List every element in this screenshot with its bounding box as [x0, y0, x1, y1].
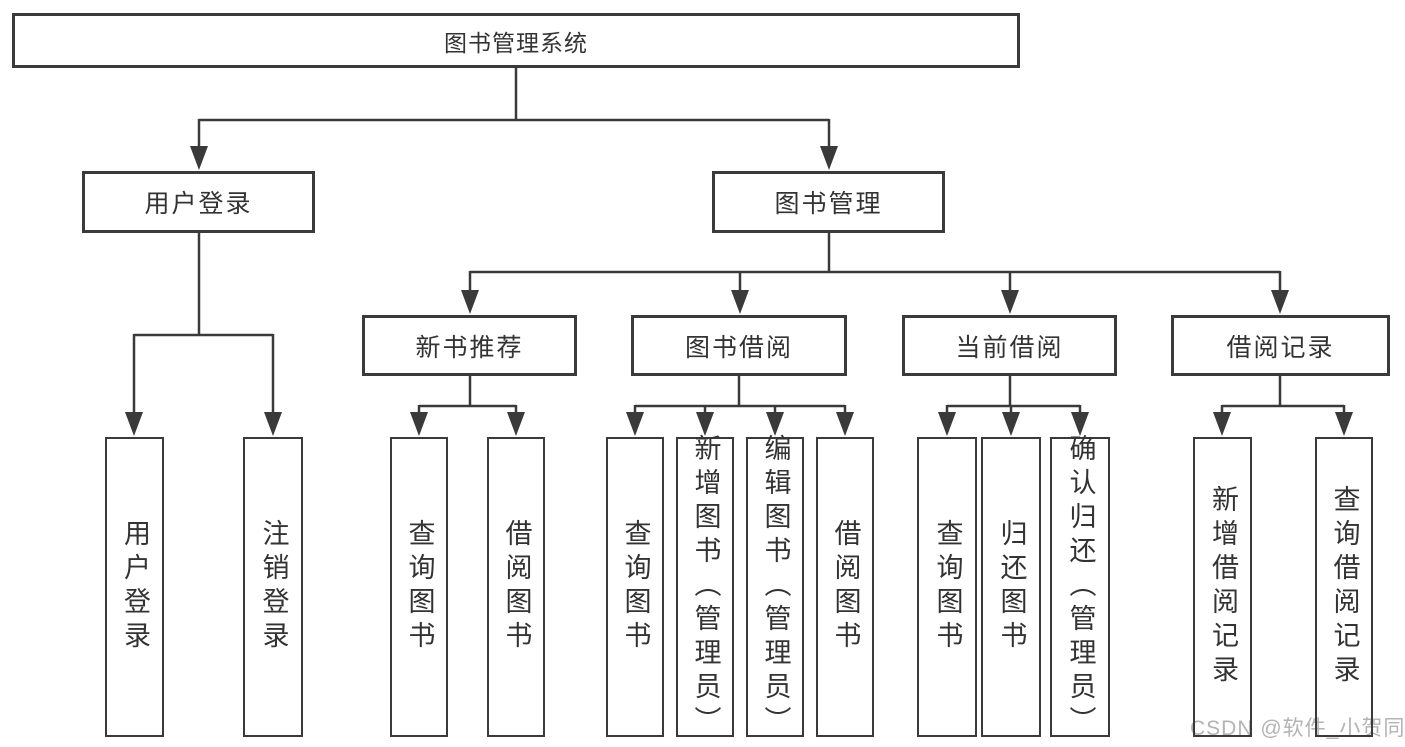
leaf-confirm-return-admin-label: 确认归还（管理员）: [1065, 434, 1096, 740]
node-current-borrow: 当前借阅: [902, 315, 1117, 376]
node-book-borrow: 图书借阅: [631, 315, 847, 376]
leaf-recommend-query-books: 查询图书: [390, 437, 448, 737]
leaf-logout: 注销登录: [243, 437, 303, 737]
leaf-borrow-query-books: 查询图书: [606, 437, 664, 737]
node-current-borrow-label: 当前借阅: [955, 333, 1064, 362]
leaf-add-borrow-record-label: 新增借阅记录: [1208, 485, 1238, 689]
leaf-return-books: 归还图书: [981, 437, 1041, 737]
leaf-recommend-borrow-books-label: 借阅图书: [501, 519, 532, 655]
leaf-current-query-books-label: 查询图书: [932, 519, 963, 655]
node-borrow-records: 借阅记录: [1171, 315, 1390, 376]
leaf-user-login-label: 用户登录: [120, 519, 150, 655]
leaf-recommend-query-books-label: 查询图书: [404, 519, 435, 655]
leaf-borrow-query-books-label: 查询图书: [620, 519, 651, 655]
leaf-query-borrow-record-label: 查询借阅记录: [1329, 485, 1360, 689]
node-user-login: 用户登录: [82, 171, 315, 233]
node-user-login-label: 用户登录: [144, 190, 253, 218]
leaf-logout-label: 注销登录: [258, 519, 289, 655]
node-new-book-recommend: 新书推荐: [362, 315, 577, 376]
leaf-add-book-admin: 新增图书（管理员）: [676, 434, 734, 740]
node-book-management: 图书管理: [712, 171, 945, 233]
leaf-borrow-books: 借阅图书: [816, 437, 874, 737]
leaf-return-books-label: 归还图书: [996, 519, 1027, 655]
leaf-edit-book-admin: 编辑图书（管理员）: [746, 434, 804, 740]
watermark: CSDN @软件_小贺同学: [1190, 717, 1405, 740]
leaf-add-borrow-record: 新增借阅记录: [1193, 437, 1252, 737]
leaf-recommend-borrow-books: 借阅图书: [487, 437, 545, 737]
leaf-user-login: 用户登录: [105, 437, 164, 737]
leaf-add-book-admin-label: 新增图书（管理员）: [690, 434, 721, 740]
node-book-management-label: 图书管理: [774, 190, 883, 218]
leaf-confirm-return-admin: 确认归还（管理员）: [1050, 434, 1110, 740]
node-root-label: 图书管理系统: [444, 29, 588, 56]
leaf-query-borrow-record: 查询借阅记录: [1315, 437, 1373, 737]
node-root: 图书管理系统: [12, 13, 1020, 68]
leaf-edit-book-admin-label: 编辑图书（管理员）: [760, 434, 791, 740]
leaf-current-query-books: 查询图书: [917, 437, 977, 737]
node-book-borrow-label: 图书借阅: [684, 333, 793, 362]
node-new-book-recommend-label: 新书推荐: [415, 333, 524, 362]
leaf-borrow-books-label: 借阅图书: [830, 519, 861, 655]
node-borrow-records-label: 借阅记录: [1226, 333, 1335, 362]
